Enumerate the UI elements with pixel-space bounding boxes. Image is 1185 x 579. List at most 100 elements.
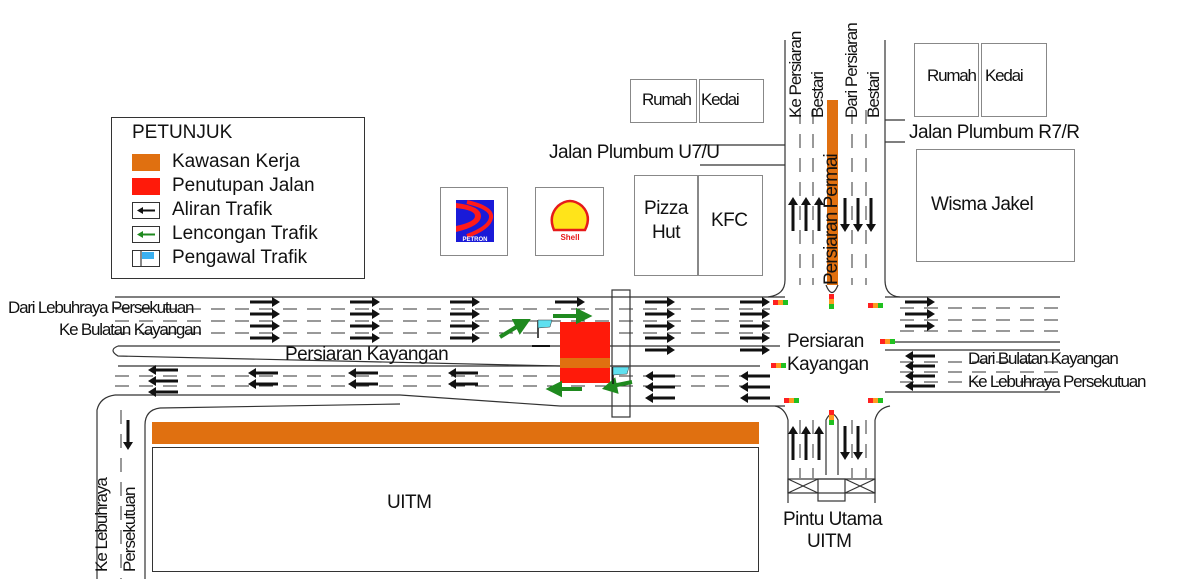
road-edge xyxy=(144,407,161,579)
legend-item-flow: Aliran Trafik xyxy=(132,199,272,220)
legend-item-marshal: Pengawal Trafik xyxy=(132,247,307,268)
red-swatch xyxy=(132,177,160,195)
traffic-arrow-w xyxy=(740,371,770,381)
traffic-arrow-w xyxy=(905,351,935,361)
traffic-arrow-w xyxy=(148,365,178,375)
traffic-arrow-w xyxy=(645,382,675,392)
traffic-light xyxy=(885,339,890,344)
work-zone-permai xyxy=(827,100,838,285)
diversion-arrow-head xyxy=(576,307,593,325)
traffic-light xyxy=(873,398,878,403)
traffic-arrow-e xyxy=(250,333,280,343)
junction-label-2: Kayangan xyxy=(787,354,869,375)
traffic-arrow-n xyxy=(788,426,798,460)
traffic-arrow-w xyxy=(148,387,178,397)
traffic-arrow-s xyxy=(840,426,850,460)
traffic-arrow-w xyxy=(905,381,935,391)
traffic-arrow-e xyxy=(350,297,380,307)
traffic-arrow-e xyxy=(450,321,480,331)
traffic-arrow-e xyxy=(250,321,280,331)
gate-label-2: UITM xyxy=(807,531,852,552)
traffic-arrow-e xyxy=(450,309,480,319)
road-label-plumbum-right: Jalan Plumbum R7/R xyxy=(909,122,1080,143)
pizza-hut-label: Pizza Hut xyxy=(644,198,688,243)
traffic-arrow-e xyxy=(740,297,770,307)
traffic-light xyxy=(829,299,834,304)
svg-text:Shell: Shell xyxy=(560,233,579,242)
traffic-arrow-w xyxy=(740,382,770,392)
kfc-label: KFC xyxy=(711,210,748,231)
petron-station: PETRON xyxy=(440,187,508,256)
traffic-light xyxy=(773,300,778,305)
traffic-arrow-s xyxy=(853,198,863,232)
black-arrow-icon xyxy=(132,201,160,219)
petron-logo-icon: PETRON xyxy=(456,200,494,243)
diversion-arrow-head xyxy=(545,380,562,398)
road-edge xyxy=(767,40,786,298)
traffic-arrow-e xyxy=(645,333,675,343)
road-closure xyxy=(560,322,610,383)
traffic-arrow-e xyxy=(450,297,480,307)
traffic-light xyxy=(778,300,783,305)
shell-station: Shell xyxy=(535,187,604,256)
traffic-arrow-w xyxy=(645,393,675,403)
legend-title: PETUNJUK xyxy=(132,122,233,143)
traffic-light xyxy=(784,398,789,403)
traffic-light xyxy=(781,363,786,368)
traffic-arrow-w xyxy=(448,368,478,378)
shop-left-label-1: Rumah xyxy=(642,90,692,109)
direction-west-out: Ke Bulatan Kayangan xyxy=(59,320,202,339)
direction-south-west-1: Ke Lebuhraya xyxy=(92,478,111,572)
flag-icon xyxy=(132,249,160,267)
direction-east-in: Dari Bulatan Kayangan xyxy=(968,349,1119,368)
direction-north-in-1: Dari Persiaran xyxy=(842,23,861,118)
traffic-light xyxy=(829,420,834,425)
legend-item-work-zone: Kawasan Kerja xyxy=(132,151,300,172)
building-wisma-jakel xyxy=(916,149,1075,262)
traffic-arrow-n xyxy=(814,426,824,460)
shop-left-label-2: Kedai xyxy=(701,90,740,109)
traffic-arrow-e xyxy=(350,333,380,343)
traffic-arrow-w xyxy=(740,393,770,403)
traffic-light xyxy=(771,363,776,368)
traffic-arrow-n xyxy=(801,426,811,460)
traffic-arrow-w xyxy=(905,371,935,381)
traffic-arrow-e xyxy=(645,297,675,307)
traffic-arrow-e xyxy=(350,321,380,331)
road-label-permai: Persiaran Permai xyxy=(821,154,842,285)
traffic-lights xyxy=(771,294,895,425)
shell-logo-icon: Shell xyxy=(550,199,590,242)
uitm-label: UITM xyxy=(387,492,432,513)
traffic-light xyxy=(829,415,834,420)
road-label-plumbum-left: Jalan Plumbum U7/U xyxy=(549,142,720,163)
traffic-arrow-e xyxy=(350,309,380,319)
traffic-arrow-e xyxy=(905,297,935,307)
road-edge xyxy=(96,394,116,579)
road-label-main: Persiaran Kayangan xyxy=(285,344,449,365)
traffic-arrow-w xyxy=(905,361,935,371)
legend: PETUNJUK Kawasan Kerja Penutupan Jalan A… xyxy=(111,117,365,279)
traffic-light xyxy=(880,339,885,344)
building-kfc xyxy=(698,175,763,276)
traffic-light xyxy=(868,303,873,308)
diversion-arrow-head xyxy=(511,319,531,335)
building-shop-right-1 xyxy=(914,43,979,117)
traffic-light xyxy=(829,410,834,415)
flag-icon xyxy=(532,319,553,347)
traffic-arrow-e xyxy=(645,321,675,331)
direction-south-west-2: Persekutuan xyxy=(120,487,139,572)
legend-item-closure: Penutupan Jalan xyxy=(132,175,315,196)
traffic-arrow-n xyxy=(801,197,811,231)
legend-item-diversion: Lencongan Trafik xyxy=(132,223,318,244)
traffic-light xyxy=(776,363,781,368)
traffic-light xyxy=(878,303,883,308)
traffic-arrow-e xyxy=(645,309,675,319)
traffic-arrow-s xyxy=(840,198,850,232)
building-shop-left-2 xyxy=(699,79,764,123)
direction-north-out-2: Bestari xyxy=(808,72,827,118)
traffic-arrow-w xyxy=(448,379,478,389)
traffic-arrow-e xyxy=(740,309,770,319)
traffic-arrow-s xyxy=(123,420,133,450)
building-shop-right-2 xyxy=(981,43,1047,117)
shop-right-label-2: Kedai xyxy=(985,66,1024,85)
